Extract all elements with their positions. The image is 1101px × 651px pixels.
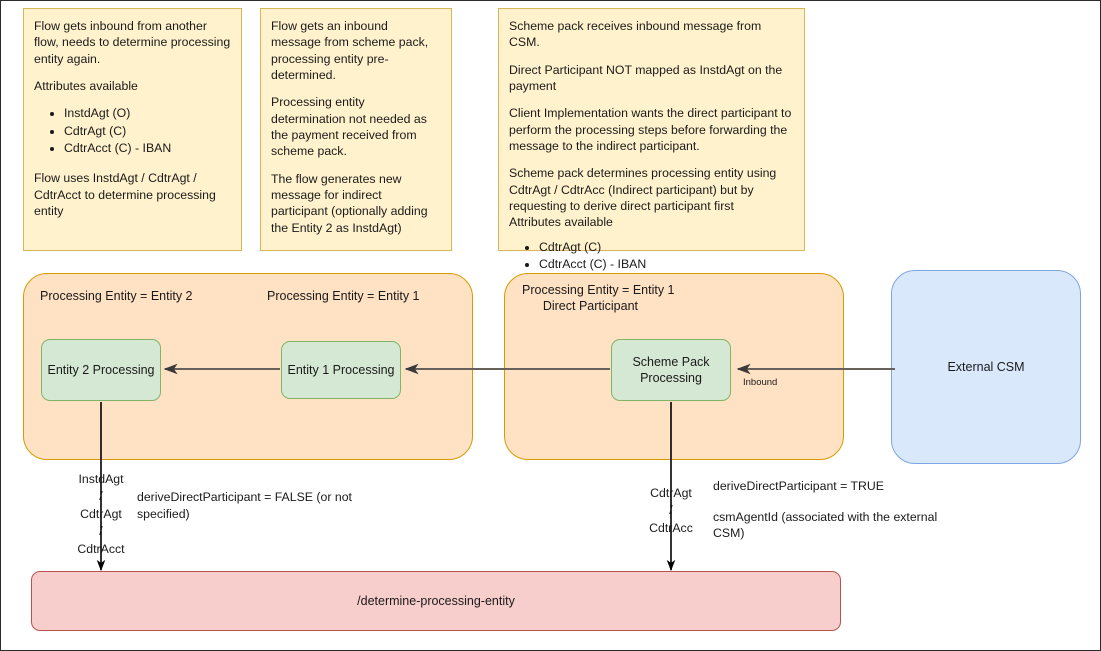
note-text: Client Implementation wants the direct p… [509, 106, 792, 154]
external-csm[interactable]: External CSM [891, 270, 1081, 464]
note-scheme-pack-from-csm: Scheme pack receives inbound message fro… [498, 8, 805, 271]
note-text: Scheme pack receives inbound message fro… [509, 19, 762, 50]
note-inbound-from-scheme-pack: Flow gets an inbound message from scheme… [260, 8, 452, 251]
entity-2-processing-label: Entity 2 Processing [47, 362, 155, 377]
lane-label-entity-2: Processing Entity = Entity 2 [40, 289, 193, 303]
note-text: Flow uses InstdAgt / CdtrAgt / CdtrAcct … [34, 171, 216, 219]
note-list-item: CdtrAcct (C) - IBAN [539, 256, 794, 272]
entity-1-processing-label: Entity 1 Processing [287, 362, 395, 377]
note-list-item: CdtrAgt (C) [64, 123, 231, 139]
edge-label-inbound: Inbound [743, 377, 778, 388]
edge-label-left-attributes: InstdAgt / CdtrAgt / CdtrAcct [77, 472, 125, 556]
edge-note-left: deriveDirectParticipant = FALSE (or not … [137, 489, 367, 522]
edge-note-text: deriveDirectParticipant = FALSE (or not … [137, 490, 352, 521]
external-csm-label: External CSM [947, 360, 1025, 374]
note-text: Attributes available [34, 79, 138, 94]
entity-2-processing[interactable]: Entity 2 Processing [41, 339, 161, 401]
edge-note-text: csmAgentId (associated with the external… [713, 509, 938, 541]
note-text: Flow gets an inbound message from scheme… [271, 19, 429, 83]
edge-note-right: deriveDirectParticipant = TRUE csmAgentI… [713, 478, 945, 542]
determine-processing-entity-endpoint[interactable]: /determine-processing-entity [31, 571, 841, 631]
note-list-item: CdtrAcct (C) - IBAN [64, 140, 231, 156]
note-text: The flow generates new message for indir… [271, 171, 428, 235]
note-list: CdtrAgt (C) CdtrAcct (C) - IBAN [509, 239, 794, 273]
lane-label-direct-participant: Processing Entity = Entity 1 Direct Part… [522, 283, 675, 313]
note-list-item: CdtrAgt (C) [539, 239, 794, 255]
entity-1-processing[interactable]: Entity 1 Processing [281, 341, 401, 399]
note-inbound-from-flow: Flow gets inbound from another flow, nee… [23, 8, 242, 251]
edge-note-text: deriveDirectParticipant = TRUE [713, 479, 884, 493]
lane-label-entity-1: Processing Entity = Entity 1 [267, 289, 420, 303]
note-text: Flow gets inbound from another flow, nee… [34, 19, 231, 66]
note-text: Processing entity determination not need… [271, 95, 427, 159]
note-text: Scheme pack determines processing entity… [509, 166, 777, 230]
note-list: InstdAgt (O) CdtrAgt (C) CdtrAcct (C) - … [34, 105, 231, 156]
note-text: Direct Participant NOT mapped as InstdAg… [509, 62, 783, 94]
edge-label-right-attributes: CdtrAgt / CdtrAcc [649, 486, 693, 535]
scheme-pack-processing-label: Scheme Pack Processing [632, 354, 710, 385]
determine-processing-entity-label: /determine-processing-entity [357, 594, 515, 608]
note-list-item: InstdAgt (O) [64, 105, 231, 121]
scheme-pack-processing[interactable]: Scheme Pack Processing [611, 339, 731, 401]
